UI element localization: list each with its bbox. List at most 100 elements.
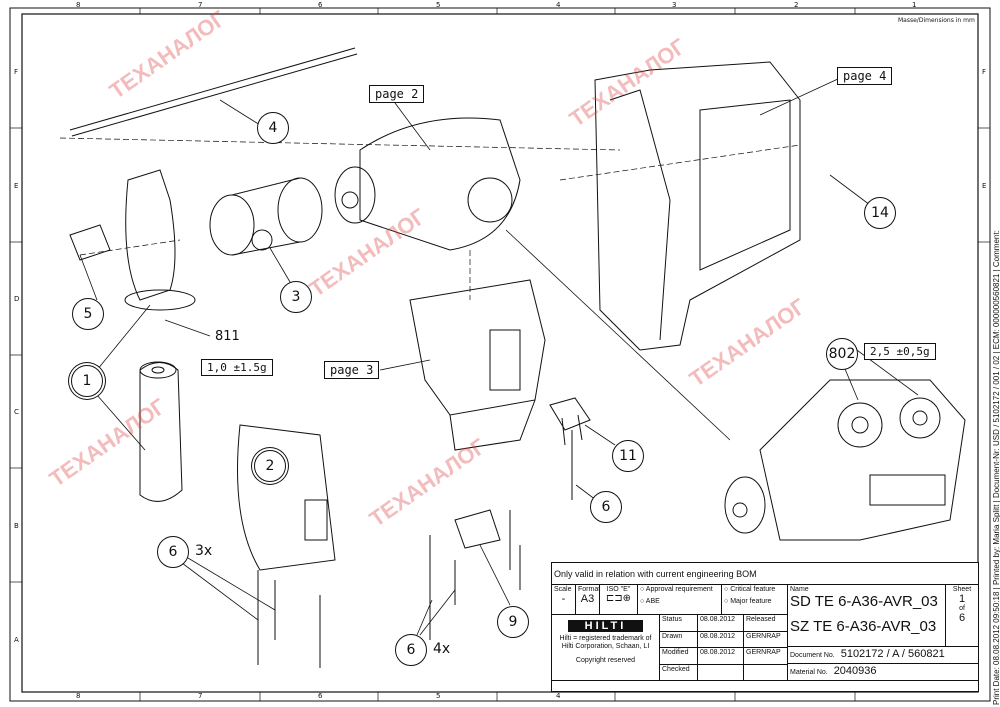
item-14: 14 <box>864 197 896 229</box>
drawn-label: Drawn <box>660 631 698 648</box>
item-1: 1 <box>71 365 103 397</box>
zone-row-a: A <box>14 636 19 644</box>
zone-row-b: B <box>14 522 19 530</box>
item-5: 5 <box>72 298 104 330</box>
modified-label: Modified <box>660 648 698 665</box>
callout-page-2: page 2 <box>369 85 425 103</box>
item-811: 811 <box>215 329 240 344</box>
document-value: 5102172 / A / 560821 <box>840 648 945 660</box>
zone-col-3: 3 <box>672 1 677 9</box>
approval-cell: ○ Approval requirement○ ABE <box>638 585 722 615</box>
sheet-number: 1 <box>958 593 966 605</box>
part-bracket <box>549 397 591 446</box>
weight-802: 2,5 ±0,5g <box>864 343 936 360</box>
scale-cell: Scale- <box>552 585 576 615</box>
assembly-axis-lines <box>59 137 801 300</box>
status-value: Released <box>744 615 788 632</box>
zone-row-c: C <box>14 408 19 416</box>
zone-col-8-bottom: 8 <box>76 692 81 700</box>
item-6-3x: 6 <box>157 536 189 568</box>
zone-col-1: 1 <box>912 1 917 9</box>
projection-symbol-icon: ⊏⊐⊕ <box>605 593 632 604</box>
zone-col-5-bottom: 5 <box>436 692 441 700</box>
trademark-note: Hilti = registered trademark of Hilti Co… <box>559 635 652 650</box>
zone-row-e-right: E <box>982 182 987 190</box>
iso-label: ISO "E" <box>606 586 631 593</box>
item-4: 4 <box>257 112 289 144</box>
hilti-logo: HILTI <box>568 620 643 632</box>
name-line-2: SZ TE 6-A36-AVR_03 <box>790 618 937 635</box>
checked-label: Checked <box>660 664 698 681</box>
item-6-qty-3x: 3x <box>195 543 213 559</box>
callout-page-4: page 4 <box>837 67 893 85</box>
sheet-label: Sheet <box>952 586 972 593</box>
item-11: 11 <box>612 440 644 472</box>
zone-col-6-bottom: 6 <box>318 692 323 700</box>
part-side-handle-bracket <box>69 169 196 311</box>
sheet-total: 6 <box>958 612 966 624</box>
name-line-1: SD TE 6-A36-AVR_03 <box>790 593 938 610</box>
iso-cell: ISO "E"⊏⊐⊕ <box>600 585 638 615</box>
zone-row-e: E <box>14 182 19 190</box>
outer-frame <box>9 7 991 702</box>
part-rod <box>69 47 358 137</box>
hilti-cell: HILTI Hilti = registered trademark of Hi… <box>552 615 660 681</box>
status-date: 08.08.2012 <box>698 615 744 632</box>
checked-value <box>744 664 788 681</box>
item-6-qty-4x: 4x <box>433 641 451 657</box>
sheet-of: of <box>959 605 965 612</box>
zone-col-8: 8 <box>76 1 81 9</box>
weight-811: 1,0 ±1.5g <box>201 359 273 376</box>
feature-cell: ○ Critical feature○ Major feature <box>722 585 788 615</box>
part-main-housing <box>594 61 801 351</box>
item-802: 802 <box>826 338 858 370</box>
zone-row-f: F <box>14 68 19 76</box>
zone-col-2: 2 <box>794 1 799 9</box>
leader-lines <box>79 77 919 636</box>
format-value: A3 <box>580 593 595 605</box>
name-label: Name <box>790 586 809 593</box>
zone-col-6: 6 <box>318 1 323 9</box>
zone-col-7-bottom: 7 <box>198 692 203 700</box>
item-3: 3 <box>280 281 312 313</box>
status-label: Status <box>660 615 698 632</box>
item-6: 6 <box>590 491 622 523</box>
part-gear-housing <box>334 117 521 251</box>
critical-feature: ○ Critical feature <box>724 586 776 593</box>
part-cover <box>237 424 336 571</box>
dimensions-note: Masse/Dimensions in mm <box>898 17 975 24</box>
callout-page-3: page 3 <box>324 361 380 379</box>
approval-requirement: ○ Approval requirement <box>640 586 713 593</box>
part-clip <box>454 509 501 549</box>
item-6-4x: 6 <box>395 634 427 666</box>
zone-row-f-right: F <box>982 68 987 76</box>
copyright: Copyright reserved <box>575 657 636 664</box>
checked-date <box>698 664 744 681</box>
inner-frame <box>21 13 979 693</box>
drawn-value: GERNRAP <box>744 631 788 648</box>
print-info: Print Date: 08.08.2012 09:50:18 | Printe… <box>992 230 1000 705</box>
material-number-cell: Material No. 2040936 <box>788 664 978 681</box>
part-motor-housing <box>409 279 546 451</box>
zone-col-5: 5 <box>436 1 441 9</box>
format-label: Format <box>578 586 601 593</box>
title-block: Only valid in relation with current engi… <box>551 562 979 692</box>
part-gearbox-detail <box>724 379 966 541</box>
modified-value: GERNRAP <box>744 648 788 665</box>
zone-col-4-bottom: 4 <box>556 692 561 700</box>
scale-value: - <box>561 593 566 605</box>
document-number-cell: Document No. 5102172 / A / 560821 <box>788 647 978 664</box>
document-label: Document No. <box>790 652 835 659</box>
part-chuck <box>209 177 323 256</box>
material-value: 2040936 <box>833 665 877 677</box>
item-9: 9 <box>497 606 529 638</box>
item-2: 2 <box>254 450 286 482</box>
scale-label: Scale <box>554 586 572 593</box>
zone-ticks <box>10 8 990 701</box>
zone-col-4: 4 <box>556 1 561 9</box>
